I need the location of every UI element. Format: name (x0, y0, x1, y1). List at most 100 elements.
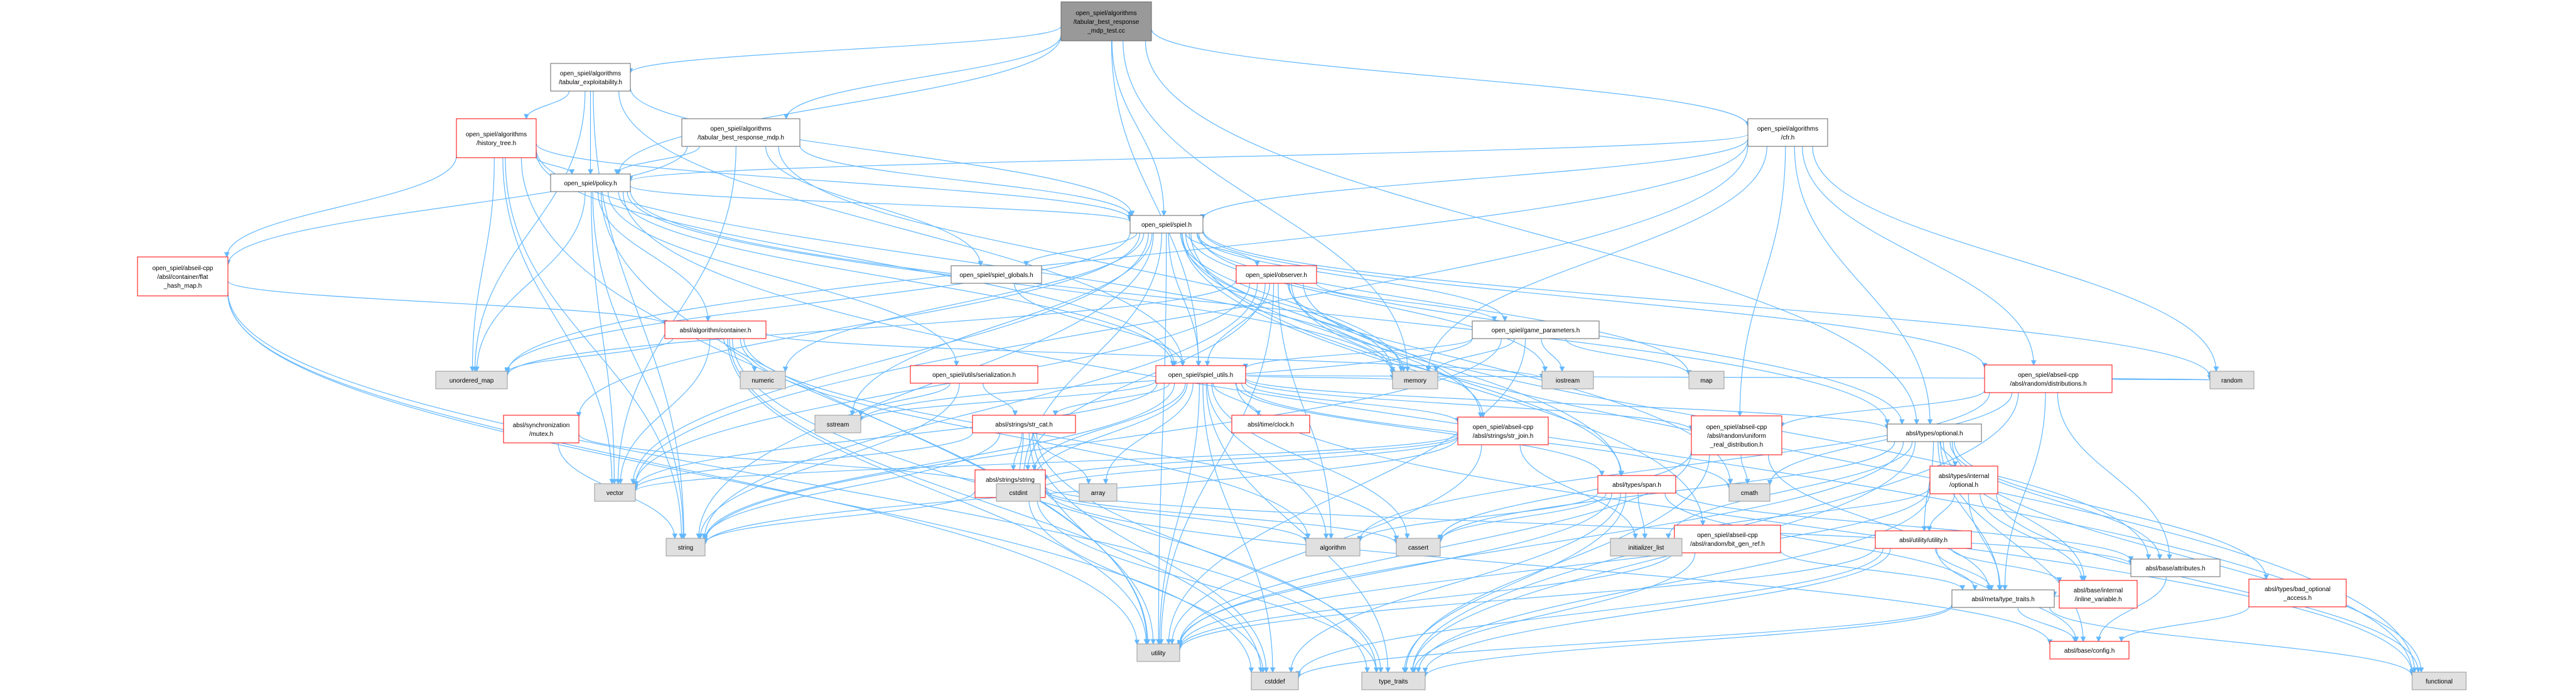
node-s_type_traits-label-line-0: type_traits (1379, 678, 1408, 685)
edge-optional-to-inline_variable (1943, 441, 2085, 581)
edge-spiel_utils-to-s_array (1105, 383, 1194, 484)
node-bit_gen_ref[interactable]: open_spiel/abseil-cpp/absl/random/bit_ge… (1674, 525, 1781, 553)
edge-flat_hash_map-to-s_cstddef (227, 293, 1252, 673)
edge-utility_h-to-inline_variable (1951, 548, 2060, 582)
edge-spiel_utils-to-uniform_real (1245, 379, 1692, 431)
node-observer-label-line-0: open_spiel/observer.h (1246, 272, 1307, 279)
node-time_clock-box (1231, 415, 1310, 433)
edge-history_tree-to-s_unordered_map (472, 157, 495, 372)
node-attributes[interactable]: absl/base/attributes.h (2130, 558, 2221, 577)
edge-spiel-to-s_string (698, 232, 1154, 539)
node-uniform_real-box (1691, 415, 1782, 455)
node-attributes-label-line-0: absl/base/attributes.h (2145, 565, 2205, 572)
node-bad_optional-label-line-1: _access.h (2283, 595, 2312, 602)
arrowhead-bad_optional-to-config (2118, 636, 2125, 643)
node-inline_variable[interactable]: absl/base/internal/inline_variable.h (2059, 580, 2138, 609)
edge-spiel-to-s_cstdint (1023, 232, 1162, 484)
edge-spiel-to-s_random (1202, 229, 2211, 377)
node-root[interactable]: open_spiel/algorithms/tabular_best_respo… (1060, 1, 1152, 41)
arrowhead-cfr-to-random_dist (2030, 360, 2037, 366)
node-spiel_utils[interactable]: open_spiel/spiel_utils.h (1155, 365, 1246, 384)
node-serialization[interactable]: open_spiel/utils/serialization.h (910, 365, 1038, 384)
edges-layer (224, 26, 2424, 679)
arrowhead-spiel-to-spiel_globals (1023, 261, 1029, 267)
node-internal_optional[interactable]: absl/types/internal/optional.h (1929, 465, 1998, 494)
node-s_random-label-line-0: random (2221, 378, 2243, 384)
edge-cfr-to-spiel (1202, 138, 1749, 219)
node-tab_brmdp[interactable]: open_spiel/algorithms/tabular_best_respo… (681, 118, 800, 147)
node-utility_h[interactable]: absl/utility/utility.h (1875, 530, 1972, 549)
node-policy[interactable]: open_spiel/policy.h (550, 173, 631, 192)
arrowhead-game_parameters-to-s_iostream (1559, 366, 1565, 373)
node-history_tree-box (456, 118, 537, 158)
node-game_parameters-label-line-0: open_spiel/game_parameters.h (1492, 327, 1580, 334)
arrowhead-spiel_utils-to-s_cstddef (1269, 667, 1276, 673)
node-tab_expl-label-line-0: open_spiel/algorithms (560, 70, 621, 77)
edge-string_view-to-config (1045, 489, 2051, 645)
node-time_clock[interactable]: absl/time/clock.h (1231, 415, 1310, 433)
node-str_cat-box (972, 415, 1076, 433)
arrowhead-spiel_utils-to-s_array (1102, 479, 1109, 485)
node-config-label-line-0: absl/base/config.h (2064, 648, 2115, 655)
node-observer[interactable]: open_spiel/observer.h (1236, 265, 1317, 284)
node-config[interactable]: absl/base/config.h (2049, 641, 2130, 660)
node-spiel[interactable]: open_spiel/spiel.h (1129, 215, 1204, 234)
node-internal_optional-label-line-1: /optional.h (1949, 482, 1978, 489)
node-game_parameters[interactable]: open_spiel/game_parameters.h (1472, 320, 1600, 339)
edge-str_cat-to-s_vector (635, 432, 973, 489)
arrowhead-flat_hash_map-to-s_type_traits (1364, 667, 1370, 673)
node-s_vector: vector (594, 483, 636, 502)
node-flat_hash_map[interactable]: open_spiel/abseil-cpp/absl/container/fla… (137, 256, 229, 297)
arrowhead-tab_expl-to-history_tree (524, 114, 529, 120)
node-random_dist[interactable]: open_spiel/abseil-cpp/absl/random/distri… (1984, 364, 2113, 393)
arrowhead-optional-to-internal_optional (1952, 461, 1958, 467)
node-internal_optional-label-line-0: absl/types/internal (1939, 473, 1990, 480)
node-uniform_real[interactable]: open_spiel/abseil-cpp/absl/random/unifor… (1691, 415, 1782, 455)
node-config-box (2049, 641, 2130, 660)
edge-spiel-to-random_dist (1202, 231, 1985, 368)
node-tab_expl-box (550, 63, 631, 92)
edge-policy-to-s_vector (591, 191, 615, 484)
arrowhead-random_dist-to-s_cmath (1767, 480, 1773, 486)
arrowhead-optional-to-s_initializer_list (1665, 533, 1671, 540)
node-s_numeric: numeric (740, 371, 786, 389)
node-s_numeric-box (740, 371, 786, 389)
node-mutex-label-line-1: /mutex.h (529, 431, 553, 438)
edge-observer-to-str_join (1288, 283, 1484, 418)
node-flat_hash_map-label-line-1: /absl/container/flat (157, 274, 208, 281)
edge-history_tree-to-flat_hash_map (226, 155, 457, 258)
arrowhead-spiel-to-s_numeric (782, 366, 789, 373)
node-cfr[interactable]: open_spiel/algorithms/cfr.h (1747, 118, 1828, 147)
arrowhead-flat_hash_map-to-s_cstddef (1248, 667, 1254, 673)
node-str_join[interactable]: open_spiel/abseil-cpp/absl/strings/str_j… (1457, 416, 1549, 445)
arrowhead-optional-to-config (2080, 636, 2086, 643)
node-s_array-box (1079, 483, 1118, 502)
node-bad_optional[interactable]: absl/types/bad_optional_access.h (2248, 579, 2347, 607)
edge-cfr-to-s_vector (635, 144, 1749, 487)
arrowhead-serialization-to-str_cat (1012, 410, 1018, 416)
arrowhead-algo_container-to-s_numeric (752, 366, 758, 373)
node-serialization-label-line-0: open_spiel/utils/serialization.h (932, 372, 1016, 379)
edge-spiel-to-s_map (1196, 232, 1689, 375)
arrowhead-internal_optional-to-s_functional (2415, 667, 2422, 673)
node-history_tree[interactable]: open_spiel/algorithms/history_tree.h (456, 118, 537, 158)
node-algo_container[interactable]: absl/algorithm/container.h (664, 320, 767, 339)
node-str_cat[interactable]: absl/strings/str_cat.h (972, 415, 1076, 433)
node-spiel_globals-label-line-0: open_spiel/spiel_globals.h (959, 272, 1033, 279)
node-tab_expl[interactable]: open_spiel/algorithms/tabular_exploitabi… (550, 63, 631, 92)
edge-tab_expl-to-s_unordered_map (474, 90, 586, 372)
node-spiel_globals[interactable]: open_spiel/spiel_globals.h (951, 265, 1042, 284)
node-s_random-box (2209, 371, 2255, 389)
node-mutex[interactable]: absl/synchronization/mutex.h (503, 415, 579, 443)
edge-spiel-to-game_parameters (1197, 232, 1506, 322)
node-type_traits_h[interactable]: absl/meta/type_traits.h (1951, 589, 2055, 608)
edge-optional-to-internal_optional (1939, 441, 1956, 467)
edge-observer-to-span (1291, 283, 1622, 476)
arrowhead-game_parameters-to-s_memory (1433, 366, 1439, 373)
arrowhead-observer-to-attributes (2145, 554, 2152, 560)
edge-internal_optional-to-s_type_traits (1418, 492, 1931, 673)
node-utility_h-box (1875, 530, 1972, 549)
node-span[interactable]: absl/types/span.h (1597, 475, 1676, 494)
node-optional[interactable]: absl/types/optional.h (1887, 423, 1982, 442)
edge-observer-to-string_view (1027, 283, 1266, 471)
